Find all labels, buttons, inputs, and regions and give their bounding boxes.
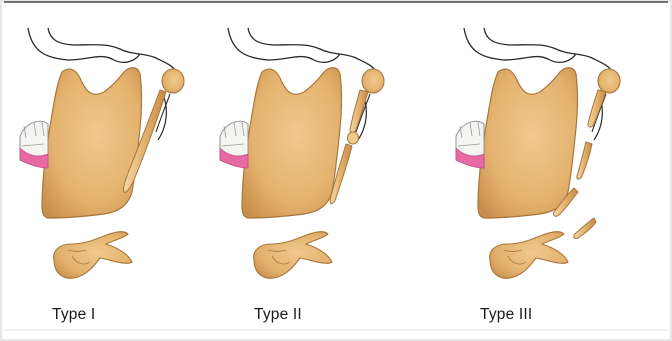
- type-3-label: Type III: [480, 306, 532, 324]
- type-2-label: Type II: [254, 306, 302, 324]
- pseudo-joint: [348, 132, 359, 144]
- type-1-label: Type I: [52, 306, 95, 324]
